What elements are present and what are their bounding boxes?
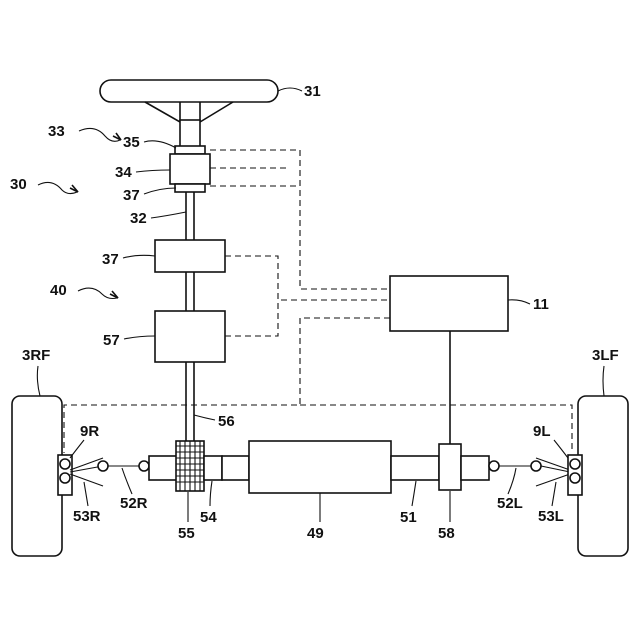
label-37-upper: 37 <box>123 187 176 204</box>
svg-text:54: 54 <box>200 509 217 526</box>
wheel-right-front <box>12 396 62 556</box>
svg-text:32: 32 <box>130 210 147 227</box>
svg-text:33: 33 <box>48 123 65 140</box>
label-3LF: 3LF <box>592 347 619 396</box>
svg-text:9R: 9R <box>80 423 99 440</box>
svg-text:31: 31 <box>304 83 321 100</box>
label-40: 40 <box>50 282 118 299</box>
svg-text:3RF: 3RF <box>22 347 50 364</box>
label-34: 34 <box>115 164 170 181</box>
svg-text:51: 51 <box>400 509 417 526</box>
steering-wheel <box>100 80 302 122</box>
steering-column-upper <box>170 120 210 192</box>
label-11: 11 <box>508 296 549 313</box>
label-52R: 52R <box>120 468 148 512</box>
svg-text:3LF: 3LF <box>592 347 619 364</box>
label-35: 35 <box>123 134 176 151</box>
label-51: 51 <box>400 481 417 526</box>
svg-text:35: 35 <box>123 134 140 151</box>
wheel-left-front <box>578 396 628 556</box>
label-56: 56 <box>194 413 235 430</box>
label-37-motor: 37 <box>102 251 155 268</box>
label-55: 55 <box>178 492 195 542</box>
controller-box <box>390 276 508 331</box>
svg-text:49: 49 <box>307 525 324 542</box>
label-30: 30 <box>10 176 78 194</box>
label-53L: 53L <box>538 482 564 525</box>
rack-assembly <box>58 441 582 495</box>
svg-text:58: 58 <box>438 525 455 542</box>
svg-text:34: 34 <box>115 164 132 181</box>
label-31: 31 <box>304 83 321 100</box>
svg-text:11: 11 <box>533 296 549 313</box>
upper-motor-unit <box>155 240 225 272</box>
label-32: 32 <box>130 210 186 227</box>
svg-text:40: 40 <box>50 282 67 299</box>
label-3RF: 3RF <box>22 347 50 396</box>
svg-text:53L: 53L <box>538 508 564 525</box>
label-9R: 9R <box>70 423 99 458</box>
label-53R: 53R <box>73 482 101 525</box>
label-52L: 52L <box>497 468 523 512</box>
lower-motor-unit <box>155 311 225 362</box>
svg-text:30: 30 <box>10 176 27 193</box>
svg-text:57: 57 <box>103 332 120 349</box>
svg-text:52L: 52L <box>497 495 523 512</box>
svg-text:37: 37 <box>102 251 119 268</box>
svg-text:53R: 53R <box>73 508 101 525</box>
label-9L: 9L <box>533 423 568 458</box>
svg-text:55: 55 <box>178 525 195 542</box>
svg-text:56: 56 <box>218 413 235 430</box>
svg-text:37: 37 <box>123 187 140 204</box>
svg-text:52R: 52R <box>120 495 148 512</box>
label-33: 33 <box>48 123 121 141</box>
label-49: 49 <box>307 493 324 542</box>
svg-text:9L: 9L <box>533 423 551 440</box>
label-57: 57 <box>103 332 155 349</box>
label-58: 58 <box>438 491 455 542</box>
